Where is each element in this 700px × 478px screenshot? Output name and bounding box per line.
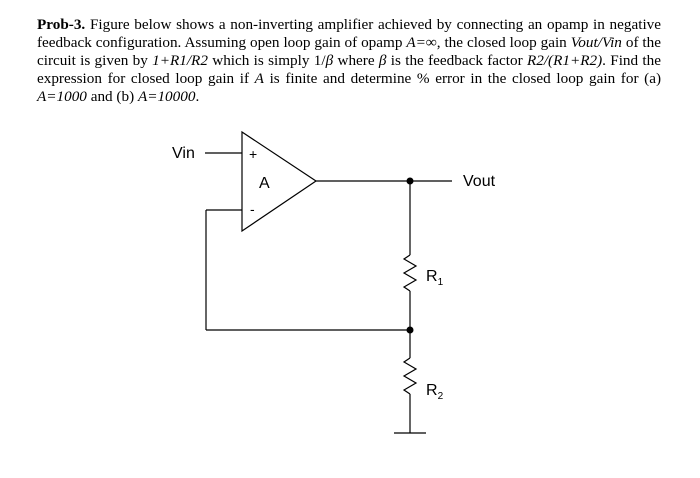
output-node-dot (406, 177, 414, 185)
problem-text-6: is the feedback factor (386, 52, 527, 69)
vout-label: Vout (463, 173, 496, 190)
vin-label: Vin (172, 145, 195, 162)
beta-symbol: β (325, 52, 334, 69)
problem-text-7: . Find the expression for closed loop ga… (37, 52, 661, 87)
r2-label: R2 (426, 382, 444, 402)
problem-text-10: . (195, 88, 200, 105)
finite-gain-variable: A (254, 70, 264, 87)
case-b-gain: A=10000 (137, 88, 196, 105)
problem-statement: Prob-3. Figure below shows a non-inverti… (37, 16, 661, 106)
feedback-factor-expression: R2/(R1+R2) (526, 52, 603, 69)
case-a-gain: A=1000 (37, 88, 87, 105)
open-loop-gain-infinite: A=∞ (406, 34, 437, 51)
feedback-node-dot (406, 326, 414, 334)
opamp-gain-label: A (259, 175, 270, 192)
problem-text-1: Figure below shows a non-inverting ampli… (37, 16, 661, 51)
r1-label: R1 (426, 268, 444, 288)
problem-number: Prob-3. (37, 16, 86, 33)
problem-text-4: which is simply 1/ (207, 52, 326, 69)
resistor-r1 (402, 254, 418, 292)
inverting-sign: - (250, 201, 255, 217)
resistor-r2 (402, 357, 418, 395)
gain-ratio: Vout/Vin (570, 34, 622, 51)
problem-text-3: of the circuit is given by (37, 34, 661, 69)
wires (205, 130, 452, 434)
opamp-triangle (241, 130, 318, 233)
gain-expression: 1+R1/R2 (152, 52, 208, 69)
beta-symbol-2: β (378, 52, 387, 69)
problem-text-8: is finite and determine % error in the c… (263, 70, 662, 87)
problem-text-2: , the closed loop gain (436, 34, 571, 51)
problem-text-9: and (b) (86, 88, 138, 105)
problem-text-5: where (333, 52, 379, 69)
noninverting-sign: + (249, 146, 257, 162)
